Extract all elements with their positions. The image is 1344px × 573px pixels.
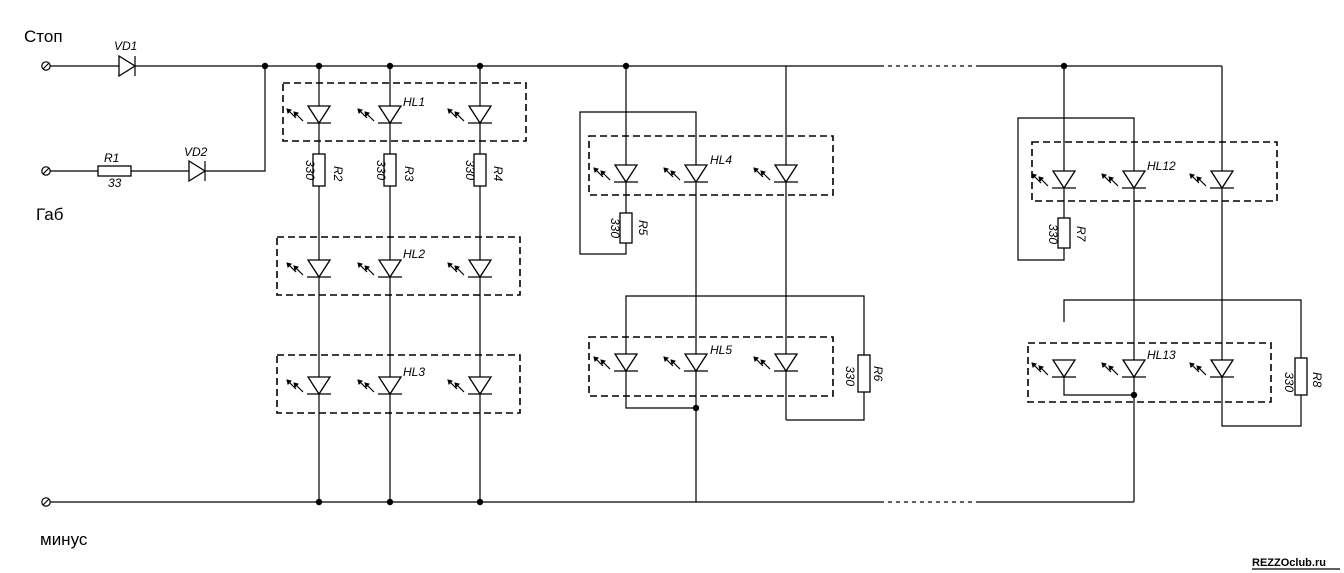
- wire: [1063, 370, 1134, 396]
- label-hl12: HL12: [1147, 159, 1176, 173]
- components: [41, 54, 1340, 570]
- led: [1101, 359, 1147, 379]
- led: [447, 105, 493, 125]
- label-r4: R4: [491, 166, 505, 182]
- resistor: [1294, 357, 1308, 396]
- label-r7: R7: [1074, 226, 1088, 243]
- label-r1: R1: [104, 151, 119, 165]
- led: [286, 105, 332, 125]
- label-r5-value: 330: [608, 218, 622, 238]
- led-group-frame: [276, 354, 521, 414]
- diode: [188, 159, 207, 183]
- terminal-slash: [42, 498, 50, 506]
- terminal-slash: [42, 167, 50, 175]
- led: [357, 376, 403, 396]
- label-r5: R5: [636, 220, 650, 236]
- label-hl1: HL1: [403, 95, 425, 109]
- wire: [579, 111, 697, 502]
- junction-dot: [692, 404, 700, 412]
- junction-dot: [386, 62, 394, 70]
- junction-dot: [386, 498, 394, 506]
- led: [663, 164, 709, 184]
- wire: [1063, 66, 1302, 427]
- led: [663, 353, 709, 373]
- label-r7-value: 330: [1046, 224, 1060, 244]
- label-r2-value: 330: [303, 160, 317, 180]
- label-minus: минус: [40, 530, 88, 549]
- resistor: [97, 165, 132, 177]
- label-r4-value: 330: [463, 160, 477, 180]
- watermark: REZZOclub.ru: [1252, 557, 1326, 569]
- led: [286, 376, 332, 396]
- resistor: [619, 212, 633, 244]
- led: [447, 259, 493, 279]
- led: [1189, 359, 1235, 379]
- label-hl4: HL4: [710, 153, 732, 167]
- wires: [49, 65, 1302, 503]
- led: [1101, 170, 1147, 190]
- label-hl13: HL13: [1147, 348, 1176, 362]
- junction-dot: [476, 62, 484, 70]
- led: [593, 353, 639, 373]
- led-group-frame: [282, 82, 527, 142]
- diode: [118, 54, 137, 78]
- resistor: [312, 153, 326, 187]
- label-r1-value: 33: [108, 176, 122, 190]
- label-stop: Стоп: [24, 27, 63, 46]
- led: [447, 376, 493, 396]
- label-hl5: HL5: [710, 343, 732, 357]
- led: [357, 259, 403, 279]
- label-r8: R8: [1310, 372, 1324, 388]
- led-group-frame: [588, 336, 834, 397]
- led: [357, 105, 403, 125]
- label-gab: Габ: [36, 205, 64, 224]
- label-r8-value: 330: [1282, 372, 1296, 392]
- resistor: [473, 153, 487, 187]
- label-hl3: HL3: [403, 365, 425, 379]
- led-group-frame: [276, 236, 521, 296]
- label-vd2: VD2: [184, 145, 208, 159]
- led: [1031, 359, 1077, 379]
- led: [286, 259, 332, 279]
- label-vd1: VD1: [114, 39, 137, 53]
- wire: [205, 66, 266, 172]
- label-r3-value: 330: [374, 160, 388, 180]
- led-group-frame: [1031, 141, 1278, 202]
- wire: [625, 295, 865, 421]
- resistor: [383, 153, 397, 187]
- terminal-slash: [42, 62, 50, 70]
- led: [593, 164, 639, 184]
- led-group-frame: [1027, 342, 1272, 403]
- label-r6: R6: [871, 366, 885, 382]
- junction-dot: [622, 62, 630, 70]
- resistor: [1057, 217, 1071, 249]
- led: [1031, 170, 1077, 190]
- label-r3: R3: [402, 166, 416, 182]
- led: [753, 353, 799, 373]
- junction-dot: [476, 498, 484, 506]
- resistor: [857, 354, 871, 393]
- label-r2: R2: [331, 166, 345, 182]
- junction-dot: [1130, 391, 1138, 399]
- junction-dot: [1060, 62, 1068, 70]
- label-r6-value: 330: [843, 366, 857, 386]
- junction-dot: [315, 498, 323, 506]
- label-hl2: HL2: [403, 247, 425, 261]
- junction-dot: [261, 62, 269, 70]
- led-group-frame: [588, 135, 834, 196]
- led: [753, 164, 799, 184]
- junction-dot: [315, 62, 323, 70]
- led: [1189, 170, 1235, 190]
